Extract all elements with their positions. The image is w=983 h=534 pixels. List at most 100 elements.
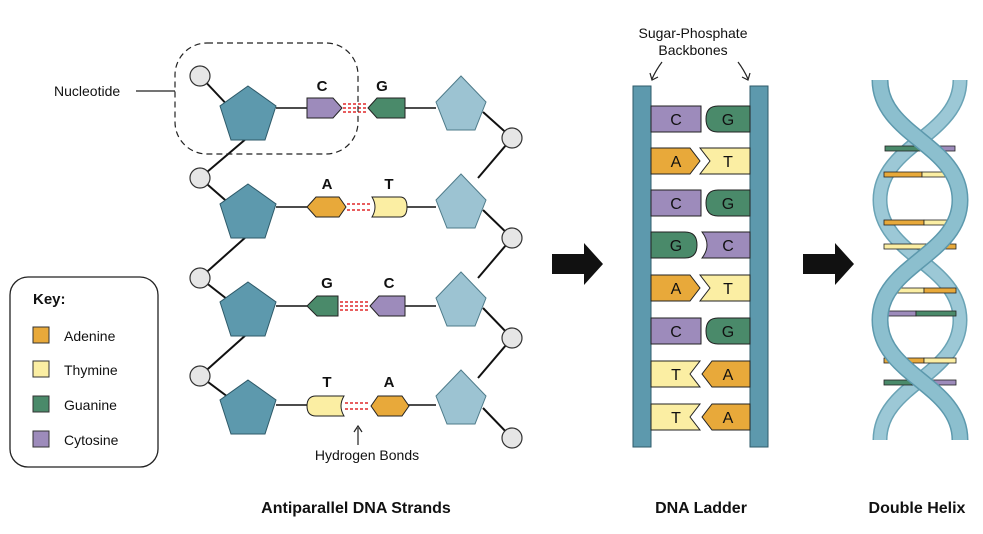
right-backbone	[749, 85, 769, 448]
thymine-rung	[650, 403, 702, 431]
backbones-label-line1: Sugar-Phosphate	[639, 25, 748, 41]
cytosine-rung	[700, 231, 751, 259]
backbone-pointer-left	[651, 61, 663, 80]
strand-letter-left: T	[322, 374, 331, 391]
strand-letter-left: G	[321, 275, 333, 292]
adenine-swatch	[32, 326, 50, 344]
cytosine-rung	[650, 317, 702, 345]
sugar-pentagon	[435, 75, 487, 131]
cytosine-base	[369, 295, 406, 317]
arrow-head-right	[741, 72, 751, 81]
adenine-base	[370, 395, 410, 417]
ladder-letter-left: A	[671, 281, 682, 298]
ladder-letter-right: T	[723, 154, 733, 171]
adenine-rung	[701, 360, 751, 388]
ladder-letter-left: C	[670, 196, 682, 213]
strand-letter-left: A	[322, 176, 333, 193]
sugar-pentagon	[435, 173, 487, 229]
guanine-rung	[650, 231, 698, 259]
double-helix-caption: Double Helix	[869, 500, 966, 517]
hbond-arrow-head	[353, 424, 363, 433]
thymine-swatch	[32, 360, 50, 378]
phosphate-circle	[501, 327, 523, 349]
left-phosphates	[189, 65, 211, 387]
hydrogen-bonds	[340, 103, 371, 410]
backbone-pointer-right	[737, 61, 749, 80]
adenine-rung	[701, 403, 751, 431]
phosphate-circle	[501, 427, 523, 449]
thymine-base	[306, 395, 345, 417]
guanine-base	[367, 97, 406, 119]
ladder-letter-left: T	[671, 367, 681, 384]
thymine-rung	[650, 360, 702, 388]
guanine-rung	[705, 189, 751, 217]
base-connectors	[276, 107, 436, 406]
ladder-letter-right: A	[723, 367, 734, 384]
right-arrow-icon	[803, 243, 854, 285]
ladder-letter-left: C	[670, 112, 682, 129]
ladder-letter-left: A	[671, 154, 682, 171]
adenine-rung	[650, 147, 701, 175]
sugar-pentagon	[219, 379, 277, 435]
phosphate-circle	[501, 227, 523, 249]
thymine-rung	[698, 274, 751, 302]
strand-letter-right: T	[384, 176, 393, 193]
nucleotide-label: Nucleotide	[54, 83, 120, 99]
dna-ladder-caption: DNA Ladder	[655, 500, 747, 517]
sugar-pentagon	[435, 271, 487, 327]
key-label-guanine: Guanine	[64, 397, 117, 413]
antiparallel-strands-caption: Antiparallel DNA Strands	[261, 500, 451, 517]
ladder-letter-right: C	[722, 238, 734, 255]
key-legend: Key: Adenine Thymine Guanine Cytosine	[9, 276, 159, 468]
right-phosphates	[501, 127, 523, 449]
guanine-rung	[705, 317, 751, 345]
right-backbone-lines	[477, 111, 513, 439]
thymine-base	[371, 196, 408, 218]
ladder-letter-left: T	[671, 410, 681, 427]
sugar-pentagon	[219, 85, 277, 141]
left-sugars	[219, 85, 277, 435]
helix-front-strand-fill	[872, 79, 968, 441]
cytosine-base	[306, 97, 343, 119]
guanine-rung	[705, 105, 751, 133]
phosphate-circle	[189, 267, 211, 289]
double-helix: Double Helix	[869, 79, 969, 517]
adenine-rung	[650, 274, 701, 302]
cytosine-swatch	[32, 430, 50, 448]
guanine-base	[306, 295, 339, 317]
key-title: Key:	[33, 291, 66, 308]
cytosine-rung	[650, 189, 702, 217]
sugar-pentagon	[219, 183, 277, 239]
key-box	[9, 276, 159, 468]
right-arrow-icon	[552, 243, 603, 285]
ladder-letter-right: A	[723, 410, 734, 427]
strand-letter-right: G	[376, 78, 388, 95]
antiparallel-strands: C G A T G C T A Nucleotide Hydrogen Bond…	[54, 42, 523, 517]
dna-ladder: Sugar-Phosphate Backbones C G	[632, 25, 769, 517]
guanine-swatch	[32, 395, 50, 413]
cytosine-rung	[650, 105, 702, 133]
arrow-head-left	[649, 72, 659, 81]
phosphate-circle	[189, 167, 211, 189]
key-label-thymine: Thymine	[64, 362, 118, 378]
sugar-pentagon	[435, 369, 487, 425]
ladder-letter-right: T	[723, 281, 733, 298]
ladder-letter-left: C	[670, 324, 682, 341]
key-label-adenine: Adenine	[64, 328, 116, 344]
right-sugars	[435, 75, 487, 425]
backbones-label-line2: Backbones	[658, 42, 727, 58]
hydrogen-bonds-label: Hydrogen Bonds	[315, 447, 419, 463]
left-backbone	[632, 85, 652, 448]
phosphate-circle	[189, 65, 211, 87]
nucleotide-outline	[174, 42, 359, 155]
strand-letter-left: C	[317, 78, 328, 95]
ladder-letter-right: G	[722, 112, 734, 129]
adenine-base	[306, 196, 347, 218]
sugar-pentagon	[219, 281, 277, 337]
key-label-cytosine: Cytosine	[64, 432, 119, 448]
ladder-letter-left: G	[670, 238, 682, 255]
phosphate-circle	[501, 127, 523, 149]
ladder-letter-right: G	[722, 196, 734, 213]
strand-letter-right: C	[384, 275, 395, 292]
